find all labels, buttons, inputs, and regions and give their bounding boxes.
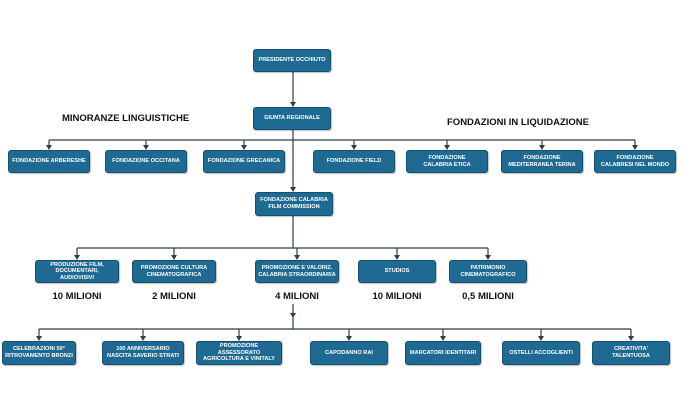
node-film-commission[interactable]: FONDAZIONE CALABRIA FILM COMMISSION: [255, 192, 333, 216]
node-fondazione-calabria-etica[interactable]: FONDAZIONE CALABRIA ETICA: [406, 150, 488, 173]
arrowhead-20: [538, 336, 544, 341]
arrowhead-13: [485, 255, 491, 260]
node-fondazione-field[interactable]: FONDAZIONE FIELD: [313, 150, 395, 173]
arrowhead-0: [290, 102, 296, 107]
arrowhead-16: [140, 336, 146, 341]
node-ostelli-accoglienti[interactable]: OSTELLI ACCOGLIENTI: [502, 341, 580, 365]
amount-produzione-film: 10 MILIONI: [52, 291, 102, 302]
node-patrimonio-cinematografico[interactable]: PATRIMONIO CINEMATOGRAFICO: [449, 260, 527, 283]
node-presidente[interactable]: PRESIDENTE OCCHIUTO: [253, 49, 331, 72]
arrowhead-1: [46, 145, 52, 150]
arrowhead-7: [632, 145, 638, 150]
arrowhead-17: [236, 336, 242, 341]
connector-lines: [36, 72, 638, 341]
arrowhead-2: [143, 145, 149, 150]
amount-studios: 10 MILIONI: [372, 291, 422, 302]
arrowhead-15: [36, 336, 42, 341]
node-studios[interactable]: STUDIOS: [358, 260, 436, 283]
arrowhead-21: [628, 336, 634, 341]
node-anniversario-strati[interactable]: 100 ANNIVERSARIO NASCITA SAVERIO STRATI: [102, 341, 184, 365]
amount-promozione-valorizzazione: 4 MILIONI: [275, 291, 319, 302]
arrowhead-9: [74, 255, 80, 260]
arrowhead-12: [394, 255, 400, 260]
arrowhead-8: [290, 187, 296, 192]
node-fondazione-grecanica[interactable]: FONDAZIONE GRECANICA: [203, 150, 285, 173]
arrowhead-6: [539, 145, 545, 150]
node-capodanno-rai[interactable]: CAPODANNO RAI: [310, 341, 388, 365]
node-marcatori-identitari[interactable]: MARCATORI IDENTITARI: [405, 341, 481, 365]
amount-patrimonio: 0,5 MILIONI: [462, 291, 514, 302]
arrowhead-19: [440, 336, 446, 341]
heading-minoranze-linguistiche: MINORANZE LINGUISTICHE: [62, 113, 190, 124]
node-fondazione-arbereshe[interactable]: FONDAZIONE ARBERESHE: [8, 150, 90, 173]
node-fondazione-occitana[interactable]: FONDAZIONE OCCITANA: [105, 150, 187, 173]
arrowhead-18: [346, 336, 352, 341]
amount-promozione-cultura: 2 MILIONI: [152, 291, 196, 302]
arrowhead-11: [294, 255, 300, 260]
node-fondazione-mediterranea-terina[interactable]: FONDAZIONE MEDITERRANEA TERINA: [501, 150, 583, 173]
node-creativita-talentuosa[interactable]: CREATIVITA' TALENTUOSA: [592, 341, 670, 365]
arrowhead-5: [444, 145, 450, 150]
arrowhead-3: [241, 145, 247, 150]
arrowhead-4: [351, 145, 357, 150]
node-promozione-agricoltura[interactable]: PROMOZIONE ASSESSORATO AGRICOLTURA E VIN…: [196, 341, 282, 365]
node-produzione-film[interactable]: PRODUZIONE FILM, DOCUMENTARI, AUDIOVISIV…: [35, 260, 119, 283]
node-giunta-regionale[interactable]: GIUNTA REGIONALE: [253, 107, 331, 130]
arrowhead-14: [290, 313, 296, 318]
arrowhead-10: [171, 255, 177, 260]
node-celebrazioni-bronzi[interactable]: CELEBRAZIONI 50° RITROVAMENTO BRONZI: [2, 341, 76, 365]
node-promozione-valorizzazione[interactable]: PROMOZIONE E VALORIZ. CALABRIA STRAORDIN…: [255, 260, 339, 283]
heading-fondazioni-liquidazione: FONDAZIONI IN LIQUIDAZIONE: [447, 117, 589, 128]
node-fondazione-calabresi-nel-mondo[interactable]: FONDAZIONE CALABRESI NEL MONDO: [594, 150, 676, 173]
node-promozione-cultura[interactable]: PROMOZIONE CULTURA CINEMATOGRAFICA: [132, 260, 216, 283]
